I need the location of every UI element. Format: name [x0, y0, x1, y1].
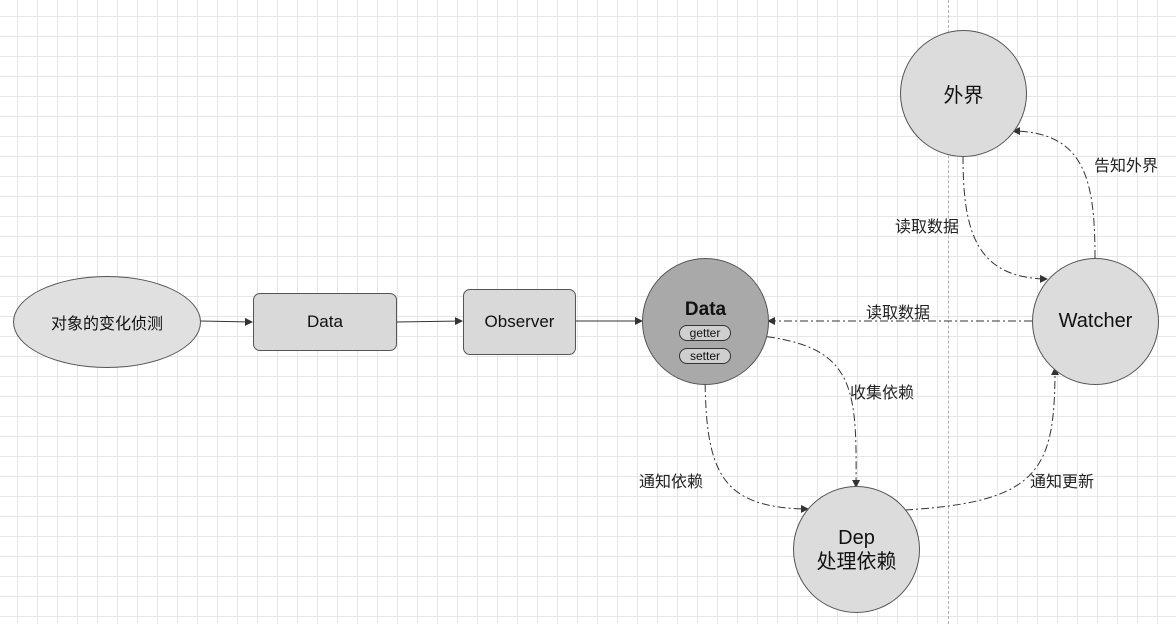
- observer-label: Observer: [484, 312, 555, 331]
- edge-dep-notify-update: [904, 367, 1059, 511]
- edge-label-read-data-mid: 读取数据: [866, 305, 931, 322]
- dep-subtitle: 处理依赖: [816, 550, 897, 573]
- watcher-node: Watcher: [1032, 258, 1159, 385]
- data-circle-node: Data: [642, 258, 769, 385]
- watcher-label: Watcher: [1058, 310, 1133, 332]
- setter-pill: setter: [679, 348, 731, 364]
- edge-label-notify-deps: 通知依赖: [639, 474, 704, 491]
- outside-node: 外界: [900, 30, 1027, 157]
- edge-object-to-data: [199, 317, 253, 326]
- getter-label: getter: [689, 326, 721, 340]
- observer-node: Observer: [463, 289, 576, 355]
- dep-title: Dep: [838, 526, 875, 549]
- edge-data-to-observer: [396, 317, 463, 326]
- divider-line: [948, 0, 949, 624]
- getter-pill: getter: [679, 325, 731, 341]
- edge-label-read-data-top: 读取数据: [895, 219, 960, 236]
- data-rect-node: Data: [253, 293, 397, 351]
- edge-label-notify-outside: 告知外界: [1094, 158, 1159, 175]
- setter-label: setter: [689, 349, 720, 363]
- edge-setter-notify-deps: [704, 367, 809, 513]
- object-detect-label: 对象的变化侦测: [50, 316, 163, 333]
- edge-watcher-notify-outside: [1012, 127, 1096, 259]
- dep-node: Dep 处理依赖: [793, 486, 920, 613]
- edge-outside-read-data: [962, 155, 1048, 283]
- object-detect-node: 对象的变化侦测: [13, 276, 201, 368]
- outside-label: 外界: [943, 85, 984, 107]
- edge-getter-collect-deps: [734, 333, 861, 488]
- data-rect-label: Data: [307, 312, 343, 331]
- data-circle-label: Data: [684, 299, 727, 320]
- edge-label-collect-deps: 收集依赖: [850, 385, 915, 402]
- edge-label-notify-update: 通知更新: [1030, 474, 1095, 491]
